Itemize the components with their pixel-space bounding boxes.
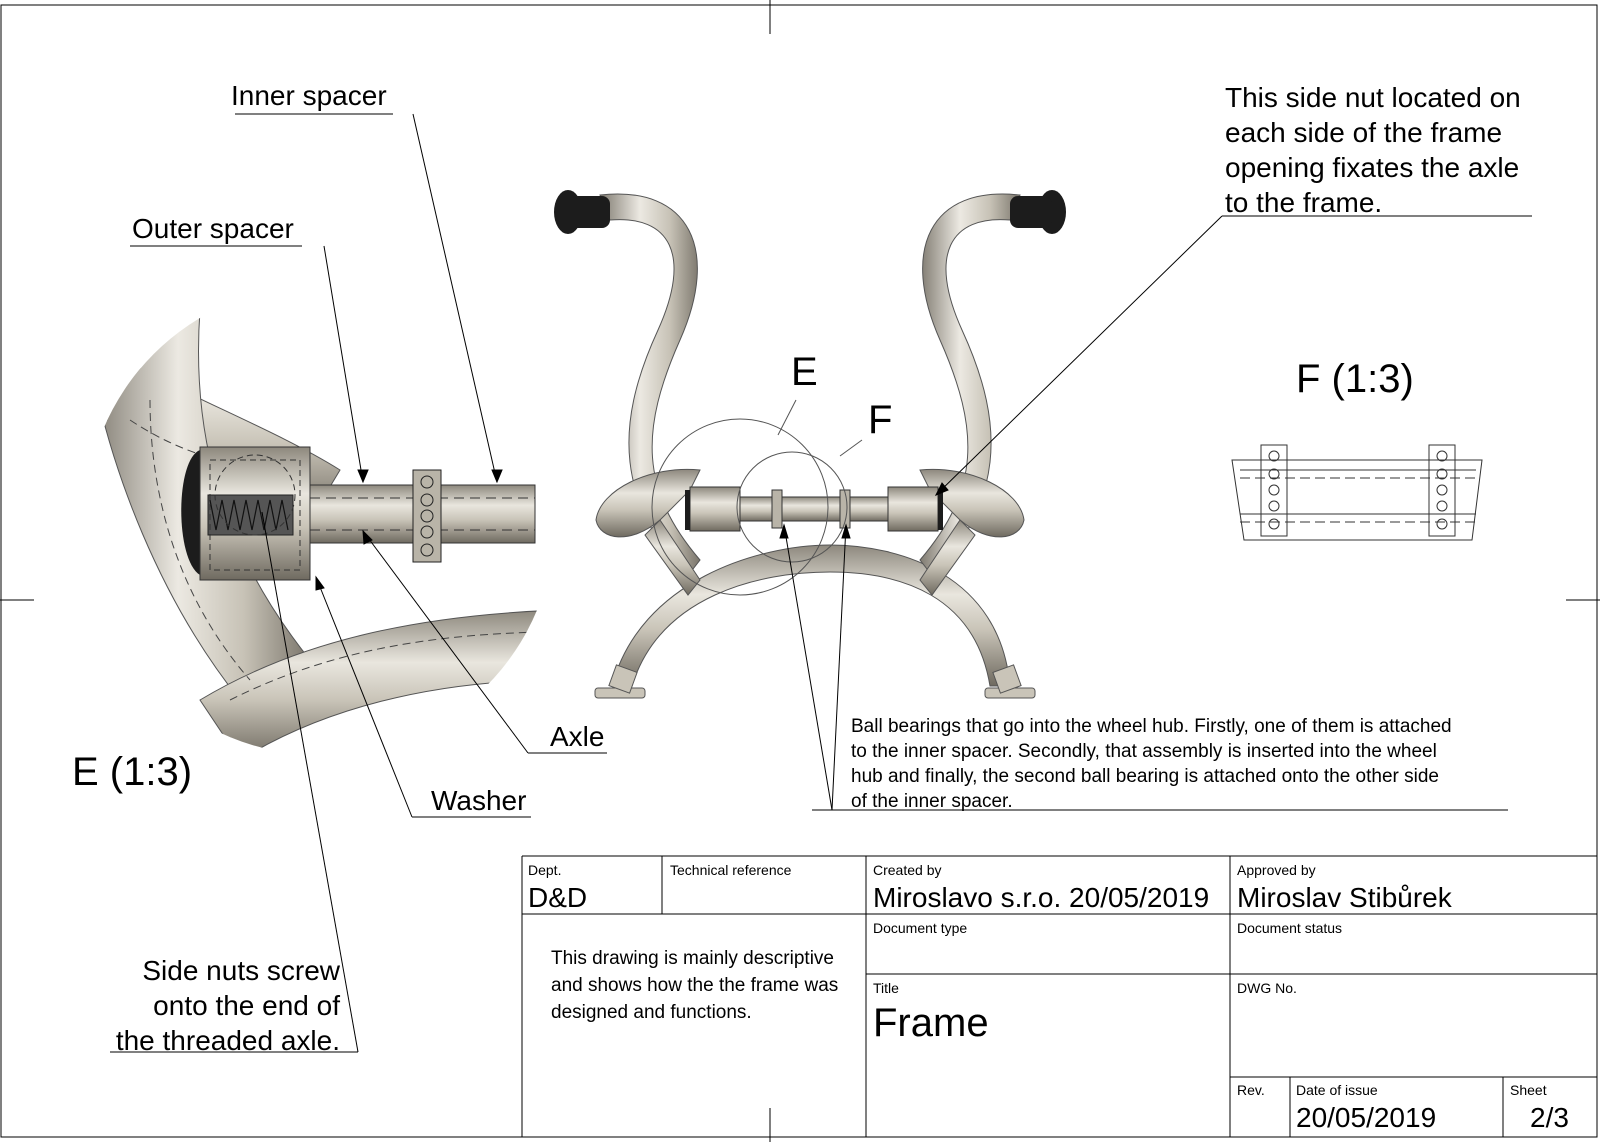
side-nut-note-line: each side of the frame (1225, 117, 1503, 148)
detail-e-view (85, 309, 555, 755)
date-of-issue-value: 20/05/2019 (1296, 1102, 1437, 1133)
sheet-label: Sheet (1510, 1082, 1547, 1098)
outer-spacer-label: Outer spacer (132, 213, 294, 244)
ball-bearings-note-line: hub and finally, the second ball bearing… (851, 766, 1439, 787)
title-label: Title (873, 980, 899, 996)
axle-label: Axle (550, 721, 605, 752)
side-nut-note: This side nut located on each side of th… (1225, 80, 1521, 220)
created-by-label: Created by (873, 862, 942, 878)
detail-e-callout: E (791, 350, 818, 394)
detail-f-view (1231, 444, 1483, 541)
doc-status-label: Document status (1237, 920, 1343, 936)
doc-type-label: Document type (873, 920, 968, 936)
side-nuts-note-line: onto the end of (153, 990, 340, 1021)
ball-bearings-note-line: of the inner spacer. (851, 791, 1013, 812)
ball-bearings-note-line: to the inner spacer. Secondly, that asse… (851, 741, 1437, 762)
side-nuts-note-line: the threaded axle. (115, 1025, 340, 1056)
detail-f-callout: F (868, 398, 893, 442)
main-view-leaders (779, 215, 1532, 811)
ball-bearings-note: Ball bearings that go into the wheel hub… (851, 714, 1531, 814)
detail-f-title: F (1:3) (1296, 357, 1414, 401)
side-nut-note-line: This side nut located on (1225, 82, 1521, 113)
washer-label: Washer (431, 785, 527, 816)
detail-e-title: E (1:3) (72, 750, 193, 794)
title-block-grid (521, 855, 1597, 1137)
ball-bearings-note-line: Ball bearings that go into the wheel hub… (851, 716, 1452, 737)
side-nuts-note: Side nuts screw onto the end of the thre… (80, 953, 340, 1058)
tech-ref-label: Technical reference (670, 862, 792, 878)
sheet-value: 2/3 (1530, 1102, 1569, 1133)
dwg-no-label: DWG No. (1237, 980, 1297, 996)
detail-e-leaders (110, 113, 607, 1053)
rev-label: Rev. (1237, 1082, 1265, 1098)
side-nut-note-line: to the frame. (1225, 187, 1383, 218)
drawing-description: This drawing is mainly descriptive and s… (551, 948, 839, 1023)
side-nut-note-line: opening fixates the axle (1225, 152, 1520, 183)
inner-spacer-label: Inner spacer (231, 80, 387, 111)
title-value: Frame (873, 1001, 989, 1045)
dept-value: D&D (528, 882, 588, 913)
created-by-value: Miroslavo s.r.o. 20/05/2019 (873, 882, 1210, 913)
side-nuts-note-line: Side nuts screw (142, 955, 340, 986)
dept-label: Dept. (528, 862, 562, 878)
date-of-issue-label: Date of issue (1296, 1082, 1378, 1098)
approved-by-label: Approved by (1237, 862, 1316, 878)
frame-front-view (554, 190, 1066, 699)
approved-by-value: Miroslav Stibůrek (1237, 882, 1452, 913)
